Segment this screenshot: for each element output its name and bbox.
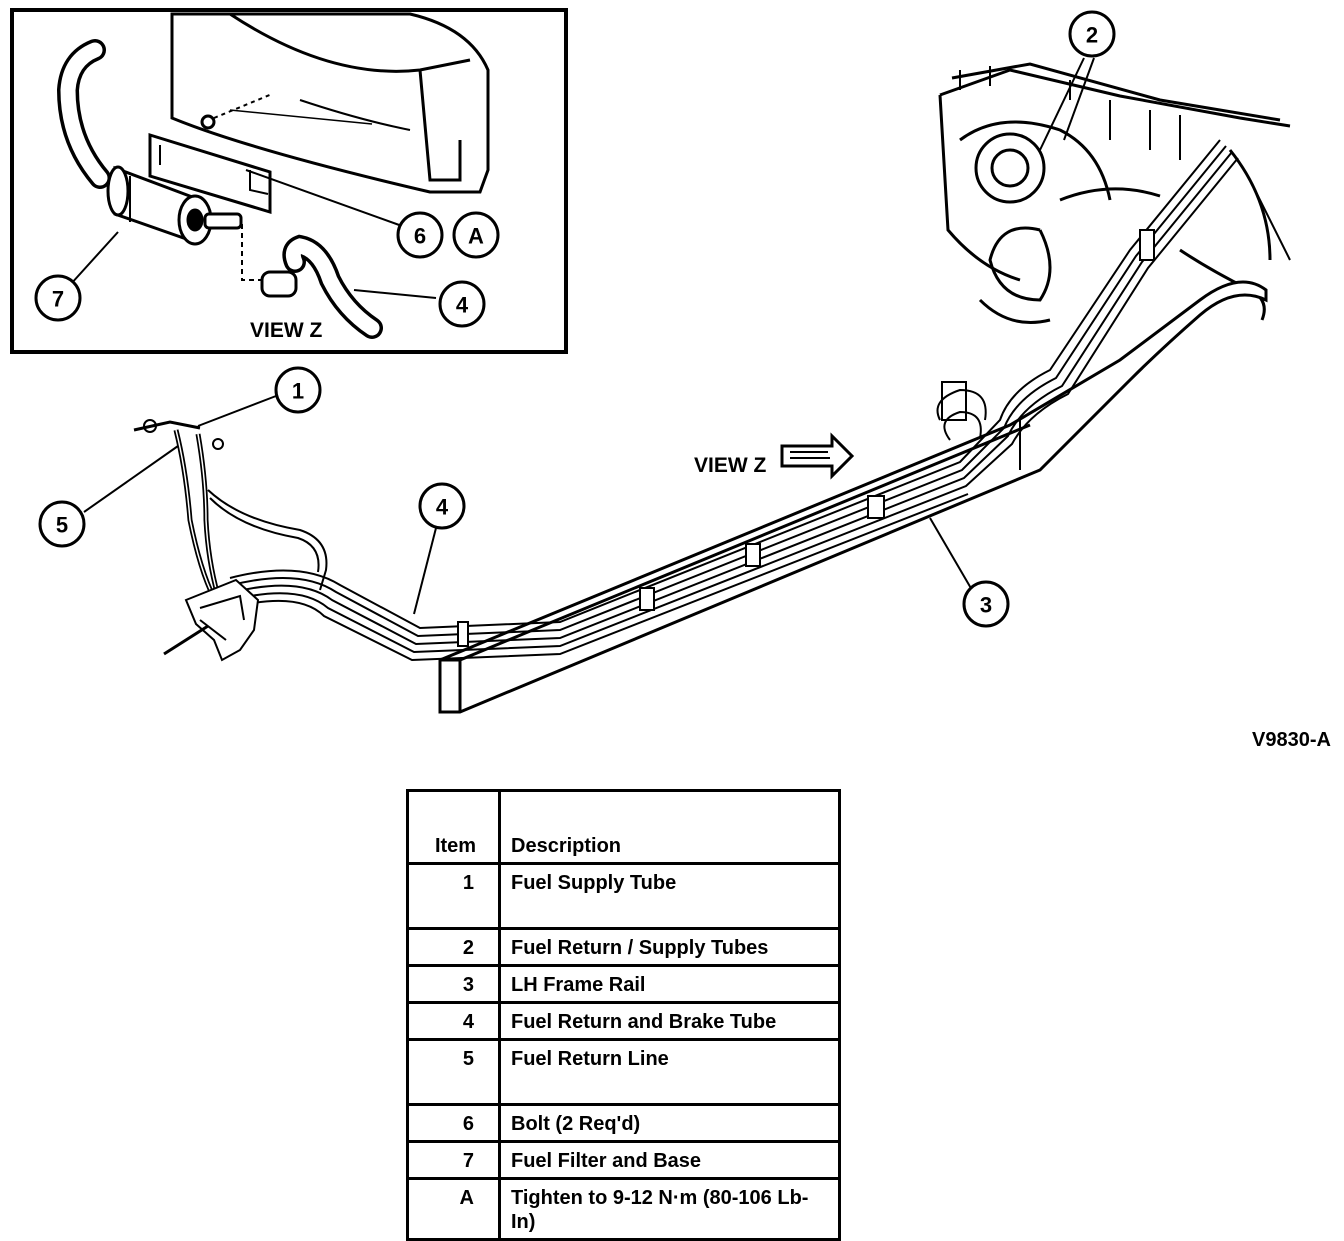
- legend-description: Fuel Filter and Base: [498, 1140, 841, 1180]
- legend-description: Fuel Supply Tube: [498, 862, 841, 930]
- legend-item: 5: [406, 1038, 501, 1106]
- svg-text:7: 7: [52, 287, 64, 312]
- legend-description: Fuel Return and Brake Tube: [498, 1001, 841, 1041]
- legend-item: 4: [406, 1001, 501, 1041]
- svg-text:6: 6: [414, 224, 426, 249]
- view-z-label: VIEW Z: [694, 454, 767, 477]
- callout-2: 2: [1068, 10, 1116, 58]
- legend-row: 2 Fuel Return / Supply Tubes: [406, 927, 841, 967]
- legend-header-row: Item Description: [406, 789, 841, 865]
- engine-bay: [938, 62, 1291, 324]
- callout-4: 4: [418, 482, 466, 530]
- view-z-arrow-icon: [780, 432, 855, 480]
- legend-row: 6 Bolt (2 Req'd): [406, 1103, 841, 1143]
- legend-item: 6: [406, 1103, 501, 1143]
- callout-3: 3: [962, 580, 1010, 628]
- legend-description: Tighten to 9-12 N·m (80-106 Lb-In): [498, 1177, 841, 1241]
- svg-text:A: A: [468, 224, 484, 249]
- bolt-icon: [200, 93, 373, 130]
- fuel-filter-icon: [106, 165, 243, 246]
- fuel-line-diagram: VIEW Z: [10, 8, 1331, 751]
- legend-description: Fuel Return / Supply Tubes: [498, 927, 841, 967]
- callout-a: A: [452, 211, 500, 259]
- svg-text:2: 2: [1086, 23, 1098, 48]
- legend-header-item: Item: [406, 789, 501, 865]
- legend-header-description: Description: [498, 789, 841, 865]
- inset-leaders: [69, 169, 437, 299]
- svg-text:4: 4: [436, 495, 449, 520]
- legend-row: 5 Fuel Return Line: [406, 1038, 841, 1106]
- view-z-inset: VIEW Z: [10, 8, 568, 354]
- filter-bracket-housing: [148, 12, 490, 215]
- legend-row: 4 Fuel Return and Brake Tube: [406, 1001, 841, 1041]
- callout-6: 6: [396, 211, 444, 259]
- rear-bracket: [163, 578, 260, 662]
- callout-4-inset: 4: [438, 280, 486, 328]
- legend-row: A Tighten to 9-12 N·m (80-106 Lb-In): [406, 1177, 841, 1241]
- rear-fuel-tubes: [133, 419, 328, 600]
- legend-item: 7: [406, 1140, 501, 1180]
- svg-text:3: 3: [980, 593, 992, 618]
- legend-description: Fuel Return Line: [498, 1038, 841, 1106]
- legend-row: 1 Fuel Supply Tube: [406, 862, 841, 930]
- legend-table: Item Description 1 Fuel Supply Tube 2 Fu…: [406, 789, 841, 1241]
- callout-7: 7: [34, 274, 82, 322]
- callout-1: 1: [274, 366, 322, 414]
- legend-row: 3 LH Frame Rail: [406, 964, 841, 1004]
- inset-view-label: VIEW Z: [250, 319, 323, 342]
- svg-text:4: 4: [456, 293, 469, 318]
- legend-row: 7 Fuel Filter and Base: [406, 1140, 841, 1180]
- main-leaders: [83, 57, 1095, 615]
- legend-item: 1: [406, 862, 501, 930]
- legend-description: Bolt (2 Req'd): [498, 1103, 841, 1143]
- callout-5: 5: [38, 500, 86, 548]
- svg-text:5: 5: [56, 513, 68, 538]
- legend-item: 2: [406, 927, 501, 967]
- figure-id: V9830-A: [1252, 729, 1331, 751]
- legend-item: 3: [406, 964, 501, 1004]
- lower-hose: [241, 224, 383, 339]
- svg-text:1: 1: [292, 379, 304, 404]
- legend-description: LH Frame Rail: [498, 964, 841, 1004]
- legend-item: A: [406, 1177, 501, 1241]
